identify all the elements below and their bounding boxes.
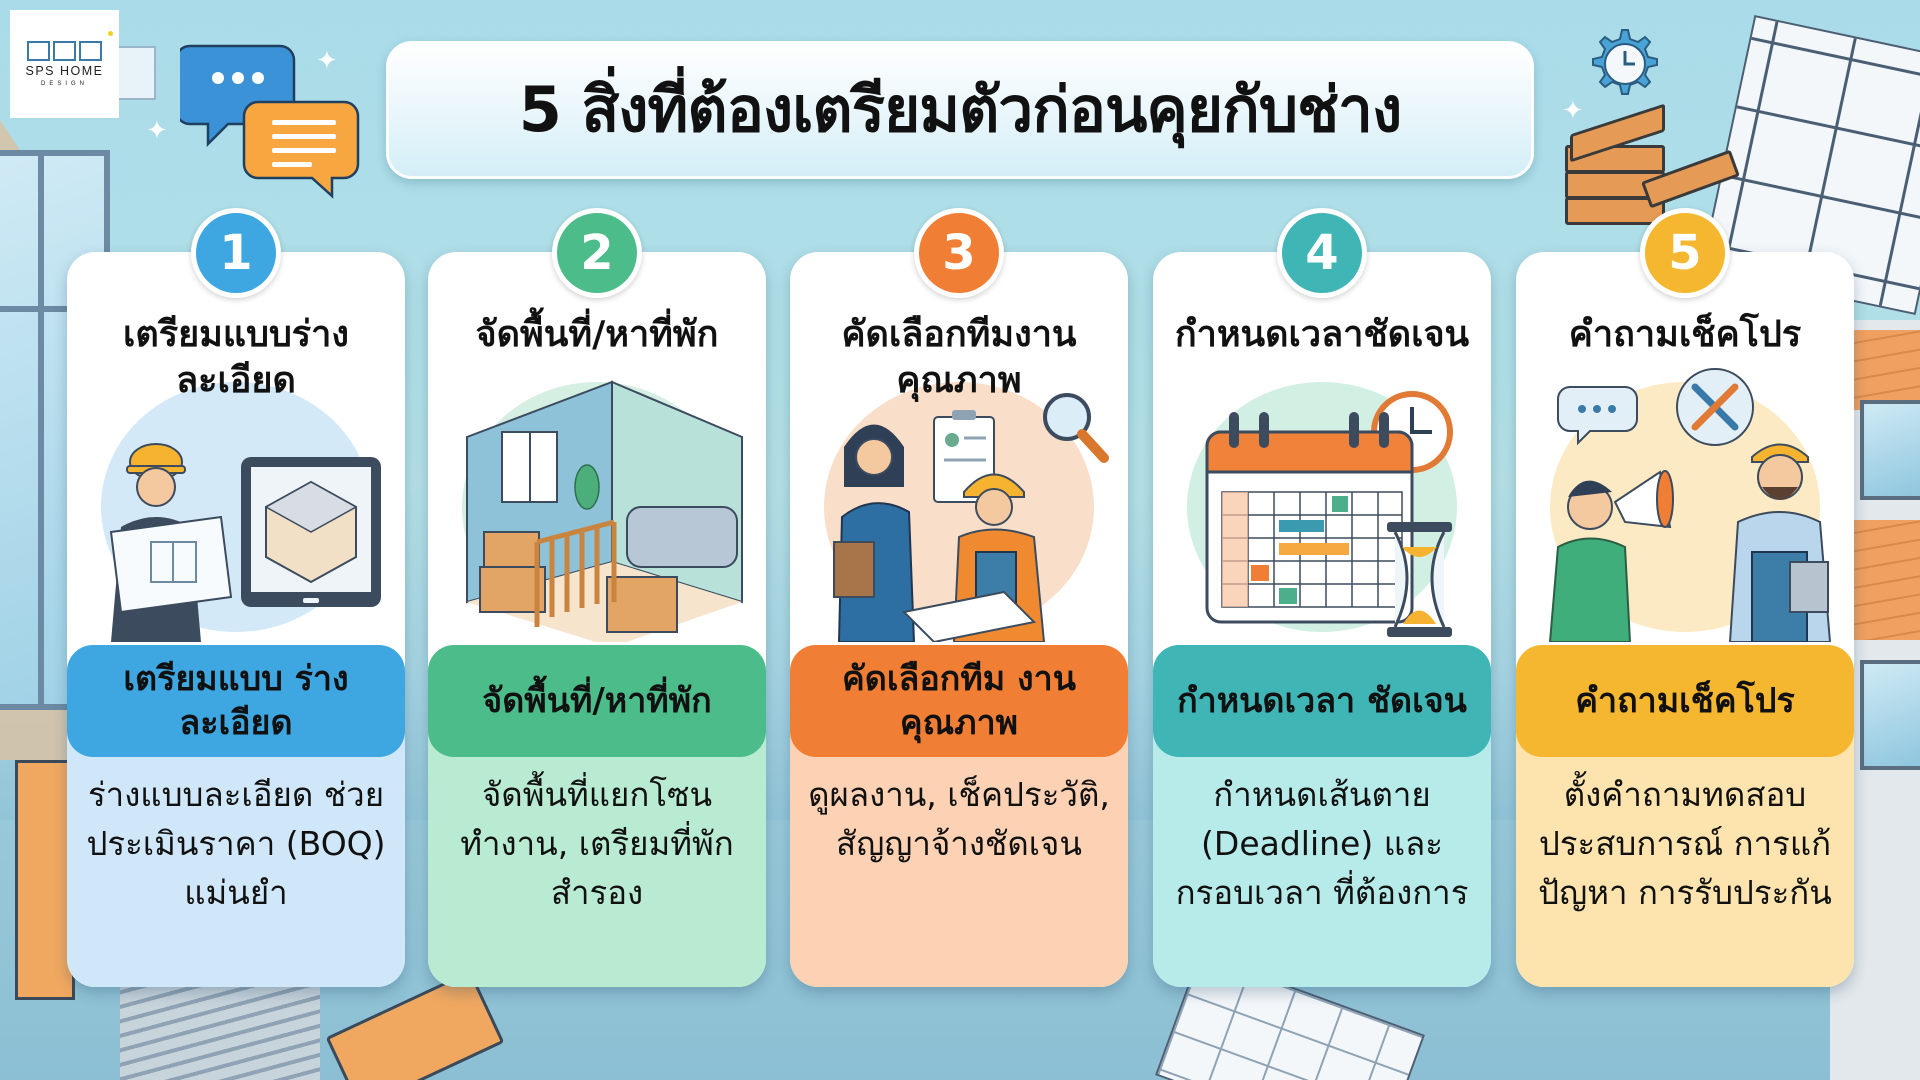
room-boxes-sofa-icon <box>466 380 743 642</box>
brand-logo: SPS HOME DESIGN <box>10 10 119 118</box>
page-title: 5 สิ่งที่ต้องเตรียมตัวก่อนคุยกับช่าง <box>518 73 1403 146</box>
sparkle-icon: ✦ <box>146 116 168 146</box>
step-card-3: 3 คัดเลือกทีม งานคุณภาพ คัดเลือกทีมงาน ค… <box>790 208 1128 987</box>
background-house-window <box>1860 400 1920 500</box>
step-card-1: 1 เตรียมแบบ ร่างละเอียด เตรียมแบบร่าง ละ… <box>67 208 405 987</box>
step-description: ร่างแบบละเอียด ช่วยประเมินราคา (BOQ) แม่… <box>86 775 386 912</box>
step-heading: คัดเลือกทีมงาน คุณภาพ <box>841 314 1077 401</box>
step-heading: คำถามเช็คโปร <box>1568 314 1802 355</box>
interview-contract-icon <box>833 393 1109 642</box>
logo-mark-icon <box>26 31 113 62</box>
step-band: คำถามเช็คโปร <box>1516 645 1854 757</box>
step-band: กำหนดเวลา ชัดเจน <box>1153 645 1491 757</box>
calendar-clock-hourglass-icon <box>1205 391 1453 637</box>
chat-bubbles-icon <box>180 44 360 199</box>
step-number-badge: 1 <box>191 208 281 298</box>
step-heading: จัดพื้นที่/หาที่พัก <box>475 314 719 355</box>
step-description: กำหนดเส้นตาย (Deadline) และกรอบเวลา ที่ต… <box>1175 775 1469 912</box>
sparkle-icon: ✦ <box>316 46 338 76</box>
step-band: คัดเลือกทีม งานคุณภาพ <box>790 645 1128 757</box>
step-description: จัดพื้นที่แยกโซน ทำงาน, เตรียมที่พักสำรอ… <box>460 775 734 912</box>
step-card-5: 5 คำถามเช็คโปร คำถามเช็คโปร ตั้งคำถามทดส… <box>1516 208 1854 987</box>
background-door <box>15 760 75 1000</box>
lumber-stack-icon <box>1565 103 1740 225</box>
step-heading: กำหนดเวลาชัดเจน <box>1174 314 1470 355</box>
step-band: จัดพื้นที่/หาที่พัก <box>428 645 766 757</box>
step-card-4: 4 <box>1153 208 1491 987</box>
logo-name: SPS HOME <box>25 64 104 79</box>
step-heading: เตรียมแบบร่าง ละเอียด <box>123 314 349 401</box>
step-number-badge: 5 <box>1640 208 1730 298</box>
sparkle-icon: ✦ <box>1562 96 1584 126</box>
engineer-blueprint-tablet-icon <box>109 443 381 642</box>
logo-subtitle: DESIGN <box>40 80 88 87</box>
background-house-window-lower <box>1860 660 1920 770</box>
step-description: ดูผลงาน, เช็คประวัติ, สัญญาจ้างชัดเจน <box>808 775 1110 863</box>
step-number-badge: 2 <box>552 208 642 298</box>
step-number-badge: 3 <box>914 208 1004 298</box>
step-card-2: 2 จัดพื้นที่/หาที่พัก จัดพื้นที่/หาที่พั… <box>428 208 766 987</box>
megaphone-contractor-icon <box>1548 368 1832 642</box>
title-banner: 5 สิ่งที่ต้องเตรียมตัวก่อนคุยกับช่าง <box>386 41 1534 179</box>
step-band: เตรียมแบบ ร่างละเอียด <box>67 645 405 757</box>
step-description: ตั้งคำถามทดสอบ ประสบการณ์ การแก้ปัญหา กา… <box>1538 775 1832 912</box>
envelope-icon <box>118 46 156 100</box>
background-stairs <box>120 980 320 1080</box>
gear-clock-icon <box>1592 29 1658 95</box>
step-number-badge: 4 <box>1277 208 1367 298</box>
